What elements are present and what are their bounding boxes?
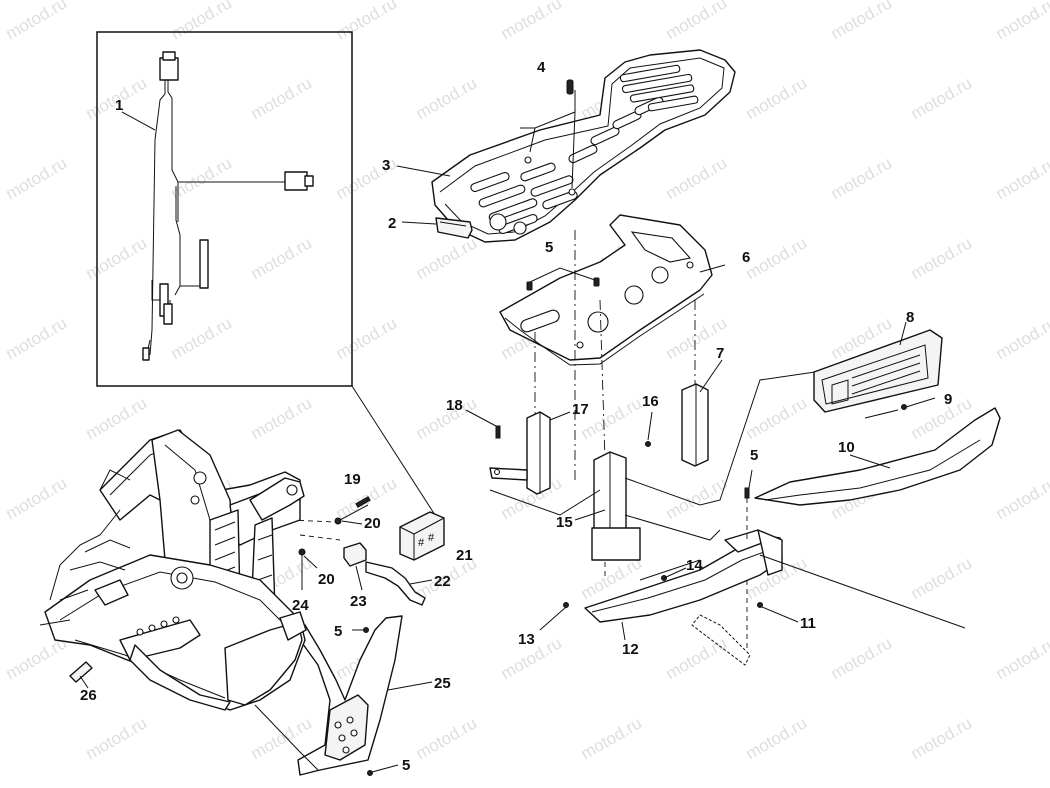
connector [343,542,367,567]
watermark-text: motod.ru [248,73,316,123]
watermark-text: motod.ru [828,633,896,683]
callout-5-bumper: 5 [750,447,758,464]
callout-labels: 1 2 3 4 5 5 5 5 6 7 8 9 10 11 12 13 14 1… [80,59,952,774]
taillight [813,329,943,413]
watermark-text: motod.ru [578,713,646,763]
callout-5-plate: 5 [545,239,553,256]
watermark-text: motod.ru [993,633,1050,683]
svg-text:#: # [418,537,425,549]
watermark-text: motod.ru [168,0,236,43]
watermark-text: motod.ru [743,713,811,763]
callout-5-step: 5 [334,623,342,640]
watermark-text: motod.ru [908,233,976,283]
watermark-text: motod.ru [828,153,896,203]
watermark-text: motod.ru [83,393,151,443]
bracket-left [489,411,551,495]
step-bracket [254,615,403,776]
callout-10: 10 [838,439,855,456]
watermark-text: motod.ru [828,0,896,43]
watermark-text: motod.ru [413,713,481,763]
callout-8: 8 [906,309,914,326]
callout-24: 24 [292,597,309,614]
callout-19: 19 [344,471,361,488]
callout-16: 16 [642,393,659,410]
callout-15: 15 [556,514,573,531]
callout-20-lower: 20 [318,571,335,588]
callout-22: 22 [434,573,451,590]
watermark-text: motod.ru [3,313,71,363]
watermark-text: motod.ru [83,713,151,763]
watermark-text: motod.ru [663,633,731,683]
watermark-text: motod.ru [333,313,401,363]
callout-6: 6 [742,249,750,266]
callout-2: 2 [388,215,396,232]
callout-11: 11 [800,615,816,632]
watermark-text: motod.ru [413,73,481,123]
callout-18: 18 [446,397,463,414]
callout-12: 12 [622,641,639,658]
callout-9: 9 [944,391,952,408]
watermark-text: motod.ru [993,0,1050,43]
watermark-text: motod.ru [83,233,151,283]
watermark-text: motod.ru [908,73,976,123]
callout-20-upper: 20 [364,515,381,532]
watermark-text: motod.ru [3,153,71,203]
watermark-text: motod.ru [993,313,1050,363]
wiring-harness-inset [96,31,353,387]
watermark-text: motod.ru [663,473,731,523]
watermark-text: motod.ru [908,713,976,763]
callout-17: 17 [572,401,589,418]
rack-handle [435,217,473,239]
callout-3: 3 [382,157,390,174]
watermark-text: motod.ru [908,553,976,603]
watermark-text: motod.ru [248,393,316,443]
svg-text:#: # [428,532,435,544]
post-center [591,451,641,580]
callout-25: 25 [434,675,451,692]
spacer [69,661,93,683]
callout-26: 26 [80,687,97,704]
watermark-text: motod.ru [3,473,71,523]
callout-4: 4 [537,59,546,76]
watermark-text: motod.ru [498,0,566,43]
watermark-text: motod.ru [993,473,1050,523]
callout-14: 14 [686,557,703,574]
watermark-text: motod.ru [743,233,811,283]
rear-rack [431,49,736,243]
frame-crossmember [584,529,783,623]
watermark-text: motod.ru [413,233,481,283]
support-plate [499,214,713,366]
watermark-text: motod.ru [3,0,71,43]
watermark-text: motod.ru [663,153,731,203]
bracket-right [681,383,709,467]
callout-5-step-bottom: 5 [402,757,410,774]
switch: # # [399,511,445,561]
rear-bumper [754,407,1001,506]
callout-13: 13 [518,631,535,648]
watermark-text: motod.ru [168,313,236,363]
watermark-text: motod.ru [333,0,401,43]
watermark-text: motod.ru [248,233,316,283]
callout-23: 23 [350,593,367,610]
watermark-text: motod.ru [743,73,811,123]
watermark-text: motod.ru [663,0,731,43]
callout-21: 21 [456,547,473,564]
callout-1: 1 [115,97,123,114]
callout-7: 7 [716,345,724,362]
watermark-text: motod.ru [993,153,1050,203]
chassis-frame [39,429,307,711]
strap [365,561,426,606]
